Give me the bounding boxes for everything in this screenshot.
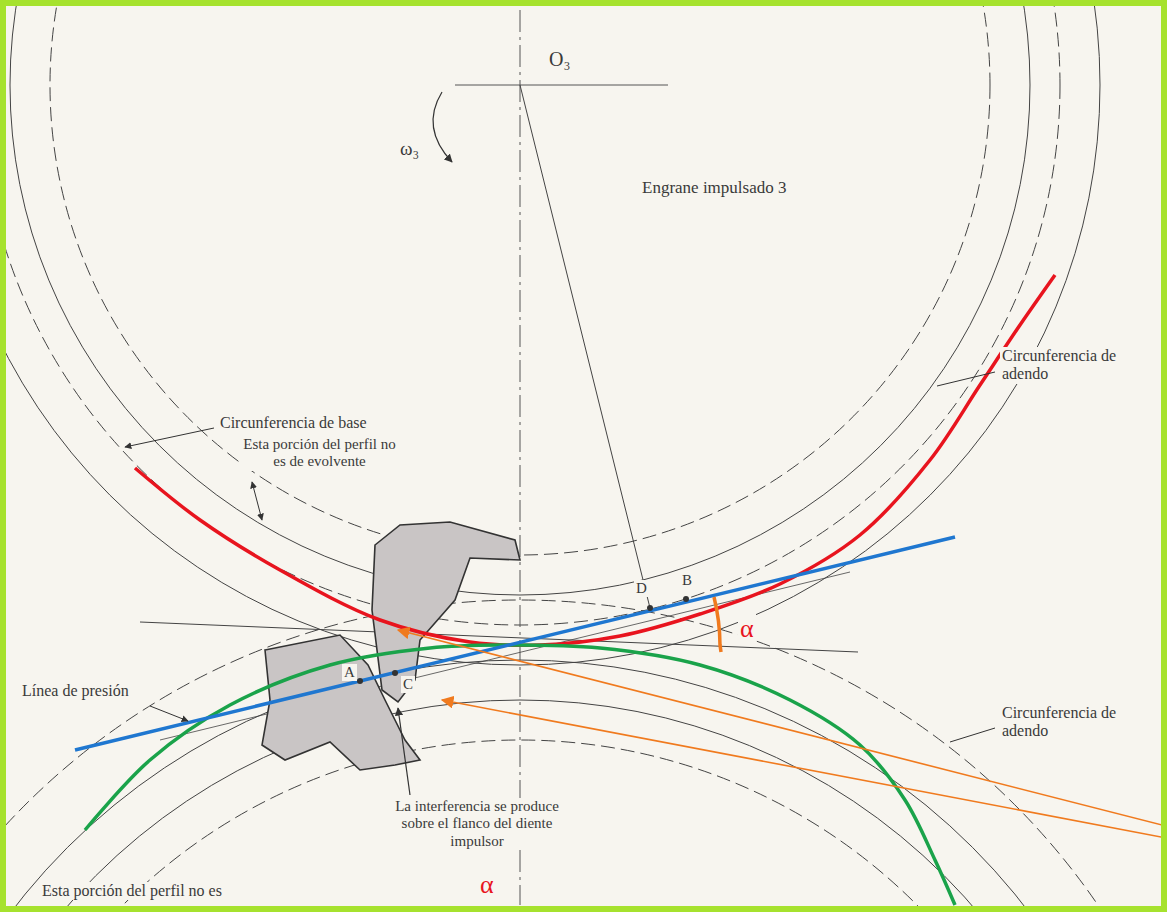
gear-tooth bbox=[262, 635, 420, 770]
gear2-circle bbox=[6, 660, 1160, 906]
part-label: Circunferencia de base bbox=[218, 414, 369, 432]
gear-tooth bbox=[372, 522, 520, 702]
angle-label: α bbox=[478, 870, 496, 900]
pressure-line bbox=[75, 537, 955, 750]
leader-line bbox=[398, 708, 410, 795]
pointer-line bbox=[398, 630, 1161, 826]
gear3-circle bbox=[6, 6, 1100, 665]
center-label: O₃ bbox=[547, 48, 572, 71]
point-dot bbox=[392, 670, 398, 676]
gear2-circle bbox=[6, 600, 1161, 906]
leader-line bbox=[150, 706, 188, 721]
point-dot bbox=[647, 605, 653, 611]
point-label: A bbox=[342, 664, 357, 681]
angle-arc bbox=[714, 597, 721, 652]
dimension-arrow bbox=[252, 482, 262, 520]
angle-label: α bbox=[738, 614, 756, 644]
point-label: B bbox=[680, 572, 694, 589]
leader-line bbox=[125, 428, 214, 447]
radius-line bbox=[520, 85, 650, 608]
center-line bbox=[520, 10, 521, 905]
speed-label: ω₃ bbox=[398, 138, 421, 160]
gear2-circle bbox=[6, 700, 1120, 906]
rotation-arrow bbox=[433, 92, 452, 162]
part-label: Circunferencia de adendo bbox=[1000, 347, 1122, 384]
point-dot bbox=[357, 678, 363, 684]
profile-curve bbox=[135, 275, 1055, 645]
part-label: Circunferencia de adendo bbox=[1000, 704, 1122, 741]
part-label: Línea de presión bbox=[20, 682, 131, 700]
note-text: Esta porción del perfil no es de evolven… bbox=[240, 436, 399, 471]
profile-curve bbox=[85, 645, 955, 905]
center-line bbox=[455, 85, 668, 86]
point-dot bbox=[683, 596, 689, 602]
point-label: D bbox=[634, 580, 649, 597]
note-text: La interferencia se produce sobre el fla… bbox=[380, 798, 574, 850]
gear-name: Engrane impulsado 3 bbox=[640, 178, 788, 198]
point-label: C bbox=[401, 676, 415, 693]
gear3-circle bbox=[6, 6, 1060, 625]
leader-line bbox=[950, 728, 995, 742]
note-text: Esta porción del perfil no es bbox=[40, 882, 224, 900]
leader-line bbox=[937, 372, 995, 386]
frame-border bbox=[3, 3, 1164, 909]
